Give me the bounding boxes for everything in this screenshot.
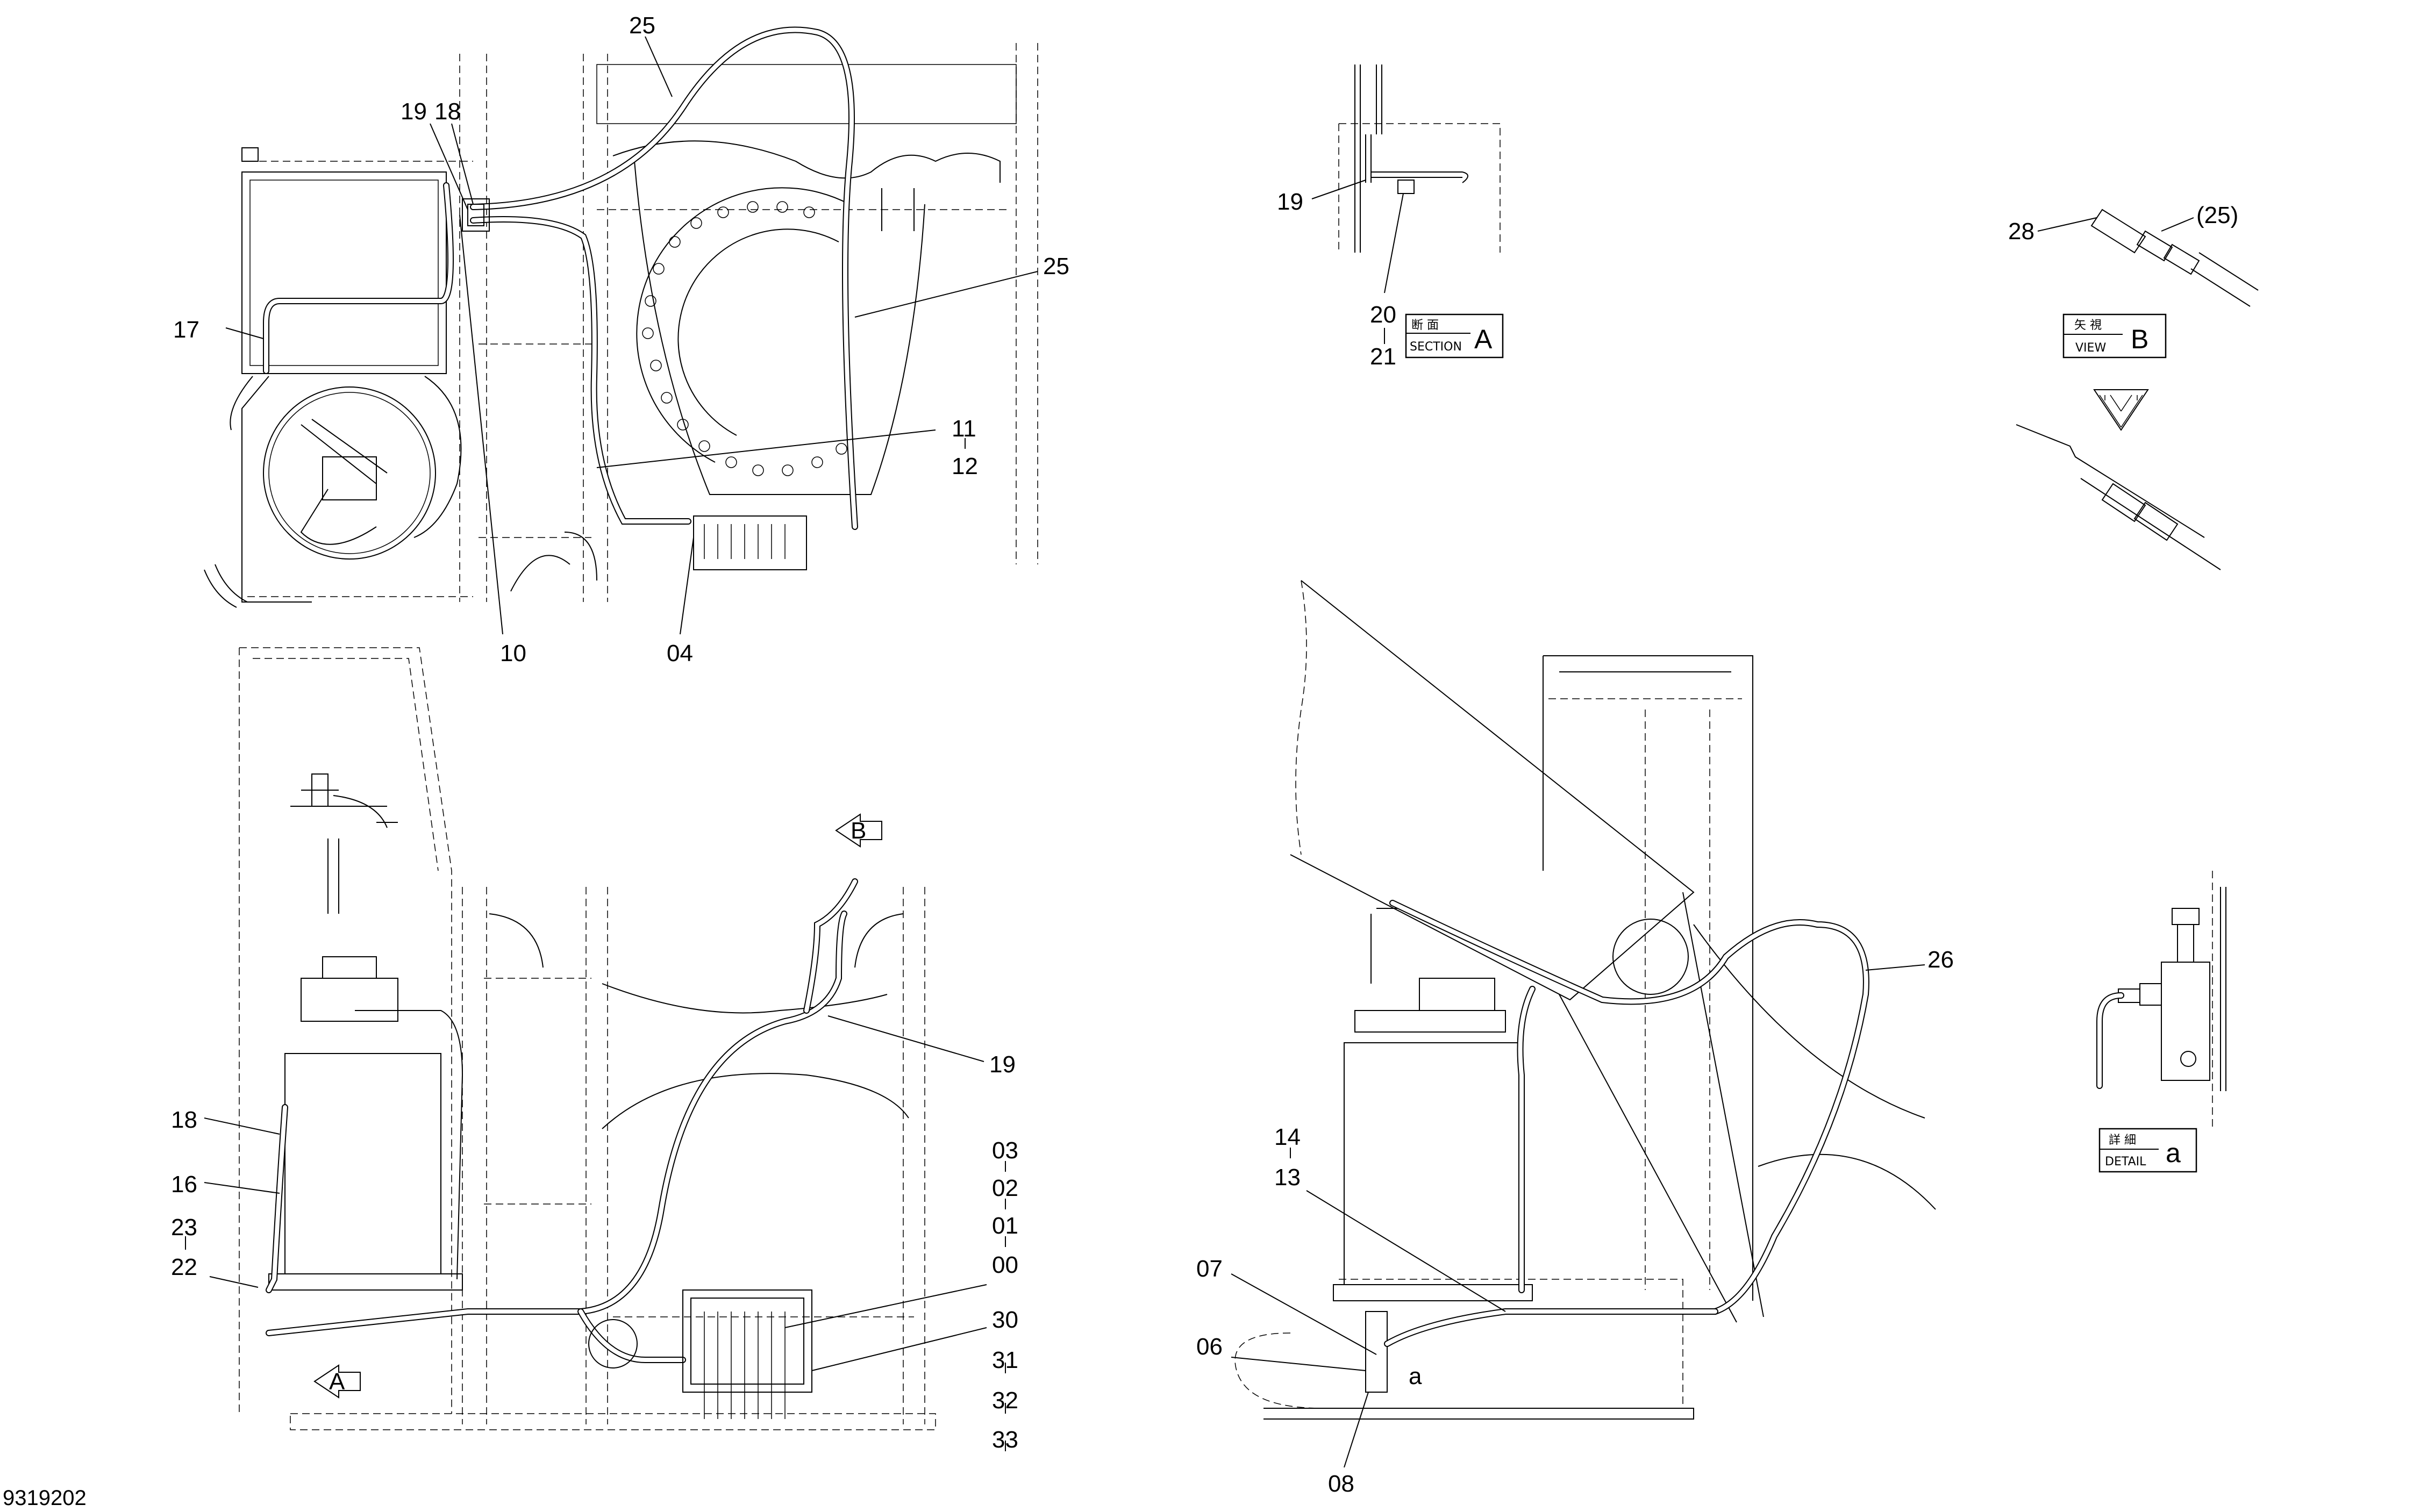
hose-16: [266, 1104, 288, 1293]
grease-pump-unit-right: [1333, 908, 1533, 1393]
hose-detail-a: [2096, 992, 2124, 1089]
callout-26: 26: [1927, 947, 1954, 973]
hose-to-distributor: [577, 1308, 686, 1368]
document-number: 9319202: [3, 1486, 87, 1510]
callout-06: 06: [1196, 1334, 1223, 1360]
callout-22: 22: [171, 1254, 197, 1280]
callout-20: 20: [1370, 302, 1396, 328]
callout-01: 01: [992, 1213, 1018, 1239]
section-a-tag: 断 面 SECTION A: [1405, 313, 1504, 359]
boom-outline: [1234, 580, 1936, 1420]
view-b-label: VIEW: [2075, 341, 2106, 355]
hose-main-lower: [266, 911, 847, 1336]
callout-16: 16: [171, 1171, 197, 1198]
callout-19-section-a: 19: [1277, 189, 1303, 215]
hose-11-12: [470, 216, 691, 525]
view-arrow-b: B: [835, 813, 882, 848]
callout-03: 03: [992, 1137, 1018, 1164]
grease-pump-unit: [204, 171, 462, 608]
hose-top-lower: [803, 878, 858, 1014]
callout-a: a: [1409, 1363, 1422, 1389]
view-arrow-a: A: [313, 1364, 361, 1399]
top-left-view: [204, 26, 1038, 608]
callout-19-low: 19: [989, 1051, 1016, 1078]
callout-25-paren: (25): [2196, 202, 2238, 228]
arrow-a-letter: A: [329, 1368, 345, 1395]
section-a-letter: A: [1474, 324, 1493, 354]
callout-33: 33: [992, 1427, 1018, 1453]
callout-30: 30: [992, 1307, 1018, 1333]
view-b-detail: [2016, 209, 2259, 570]
callout-17: 17: [173, 317, 199, 343]
detail-a-tag: 詳 細 DETAIL a: [2098, 1128, 2197, 1173]
detail-a: [2096, 871, 2226, 1129]
callout-07: 07: [1196, 1256, 1223, 1282]
detail-a-label: DETAIL: [2105, 1155, 2146, 1169]
lower-left-view: [239, 647, 936, 1430]
hose-end-25: [2090, 209, 2259, 307]
hose-13-14: [1384, 986, 1718, 1347]
callout-32: 32: [992, 1387, 1018, 1414]
callout-18-top: 18: [434, 98, 461, 125]
view-b-tag: 矢 視 VIEW B: [2062, 313, 2167, 359]
callout-25-top: 25: [629, 12, 655, 39]
section-a-label: SECTION: [1410, 340, 1462, 354]
leader-lines: [185, 36, 2194, 1468]
callout-31: 31: [992, 1347, 1018, 1373]
distributor-block-04: [693, 515, 807, 570]
callout-13: 13: [1274, 1164, 1301, 1191]
section-a-detail: [1338, 65, 1501, 253]
callout-02: 02: [992, 1175, 1018, 1201]
callout-21: 21: [1370, 343, 1396, 370]
distributor-block-lower: [682, 1289, 812, 1419]
hose-26: [1389, 900, 1869, 1315]
callout-28: 28: [2008, 218, 2034, 245]
callout-12: 12: [952, 453, 978, 479]
callout-08: 08: [1328, 1471, 1354, 1497]
view-b-kanji: 矢 視: [2074, 319, 2102, 332]
section-a-kanji: 断 面: [1411, 319, 1439, 332]
callout-11: 11: [952, 415, 976, 442]
callout-19-top: 19: [401, 98, 427, 125]
callout-04: 04: [667, 640, 693, 667]
lower-right-view: [1234, 580, 1936, 1420]
fittings-18-19: [462, 198, 490, 232]
grease-pump-unit-lower: [268, 773, 463, 1291]
view-arrow-b-down: [2093, 389, 2149, 431]
callout-labels: 25 19 18 17 25 11 12 10 04 19 20 21 28 (…: [171, 12, 2238, 1497]
arrow-b-letter: B: [851, 818, 866, 844]
detail-a-kanji: 詳 細: [2109, 1134, 2136, 1147]
callout-10: 10: [500, 640, 526, 667]
lower-frame: [239, 647, 936, 1430]
callout-18-low: 18: [171, 1107, 197, 1133]
callout-00: 00: [992, 1252, 1018, 1278]
detail-a-letter: a: [2166, 1138, 2181, 1168]
view-b-letter: B: [2131, 324, 2148, 354]
hose-17: [263, 182, 454, 374]
callout-25-right: 25: [1043, 253, 1069, 280]
hose-25-top: [470, 26, 858, 530]
callout-14: 14: [1274, 1124, 1301, 1150]
swing-bearing-ring: [636, 187, 850, 476]
callout-23: 23: [171, 1214, 197, 1241]
